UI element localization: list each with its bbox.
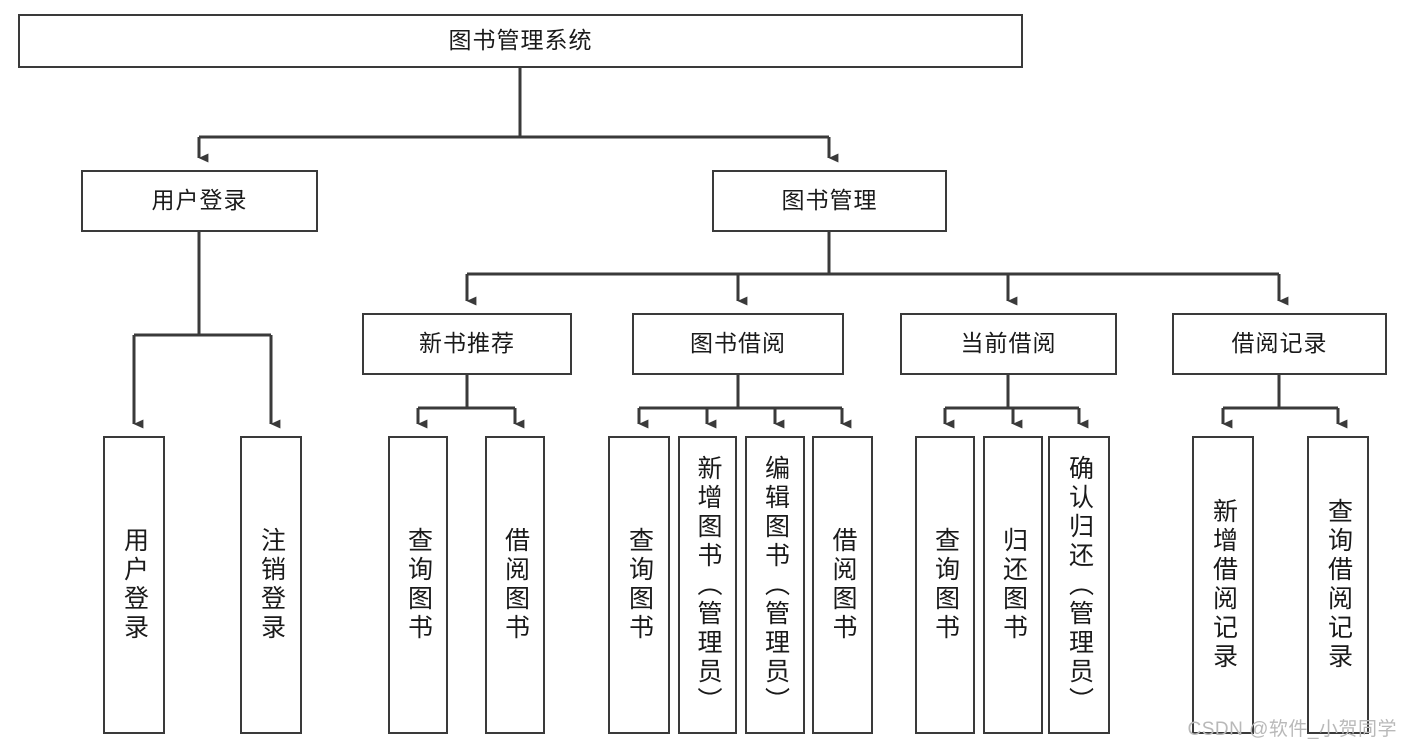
node-leaf-query-book-2[interactable]: 查询图书 — [608, 436, 670, 734]
node-current-borrow-label: 当前借阅 — [960, 330, 1057, 357]
node-leaf-confirm-return-admin[interactable]: 确认归还（管理员） — [1048, 436, 1110, 734]
node-leaf-borrow-book-2[interactable]: 借阅图书 — [812, 436, 873, 734]
node-leaf-user-login[interactable]: 用户登录 — [103, 436, 165, 734]
node-leaf-add-borrow-record-label: 新增借阅记录 — [1209, 498, 1238, 672]
connector-record-to-leaves — [1221, 375, 1348, 429]
node-leaf-add-book-admin-label: 新增图书（管理员） — [694, 454, 722, 716]
connector-borrow-to-leaves — [637, 375, 852, 429]
node-leaf-query-book-2-label: 查询图书 — [625, 527, 654, 643]
node-book-management-label: 图书管理 — [781, 187, 878, 214]
node-root-system-label: 图书管理系统 — [448, 27, 593, 54]
node-leaf-add-book-admin[interactable]: 新增图书（管理员） — [678, 436, 737, 734]
node-leaf-borrow-book-2-label: 借阅图书 — [829, 527, 857, 643]
node-current-borrow[interactable]: 当前借阅 — [900, 313, 1117, 375]
node-root-system[interactable]: 图书管理系统 — [18, 14, 1023, 68]
node-new-book-recommend[interactable]: 新书推荐 — [362, 313, 572, 375]
node-leaf-query-book-3[interactable]: 查询图书 — [915, 436, 975, 734]
csdn-watermark: CSDN @软件_小贺同学 — [1187, 719, 1397, 740]
node-leaf-edit-book-admin[interactable]: 编辑图书（管理员） — [745, 436, 805, 734]
node-leaf-confirm-return-admin-label: 确认归还（管理员） — [1065, 454, 1094, 716]
node-leaf-user-login-label: 用户登录 — [120, 527, 149, 643]
connector-newbook-to-leaves — [416, 375, 525, 429]
node-leaf-logout-label: 注销登录 — [257, 527, 286, 643]
node-borrow-record[interactable]: 借阅记录 — [1172, 313, 1387, 375]
node-leaf-query-book-3-label: 查询图书 — [931, 527, 960, 643]
node-user-login-label: 用户登录 — [151, 187, 248, 214]
node-user-login[interactable]: 用户登录 — [81, 170, 318, 232]
node-new-book-recommend-label: 新书推荐 — [419, 330, 515, 357]
node-leaf-logout[interactable]: 注销登录 — [240, 436, 302, 734]
connector-bookmanage-to-level3 — [465, 232, 1289, 306]
node-borrow-record-label: 借阅记录 — [1231, 330, 1328, 357]
node-leaf-query-book-1-label: 查询图书 — [404, 527, 433, 643]
connector-userlogin-to-leaves — [132, 232, 281, 429]
node-leaf-edit-book-admin-label: 编辑图书（管理员） — [761, 454, 790, 716]
node-book-management[interactable]: 图书管理 — [712, 170, 947, 232]
node-leaf-return-book[interactable]: 归还图书 — [983, 436, 1043, 734]
node-leaf-borrow-book-1[interactable]: 借阅图书 — [485, 436, 545, 734]
node-leaf-query-borrow-record[interactable]: 查询借阅记录 — [1307, 436, 1369, 734]
connector-root-to-level2 — [197, 68, 839, 163]
node-leaf-add-borrow-record[interactable]: 新增借阅记录 — [1192, 436, 1254, 734]
node-leaf-query-book-1[interactable]: 查询图书 — [388, 436, 448, 734]
node-book-borrow-label: 图书借阅 — [690, 330, 786, 357]
node-leaf-borrow-book-1-label: 借阅图书 — [501, 527, 530, 643]
node-leaf-query-borrow-record-label: 查询借阅记录 — [1324, 498, 1353, 672]
node-leaf-return-book-label: 归还图书 — [999, 527, 1028, 643]
connector-current-to-leaves — [943, 375, 1089, 429]
node-book-borrow[interactable]: 图书借阅 — [632, 313, 844, 375]
